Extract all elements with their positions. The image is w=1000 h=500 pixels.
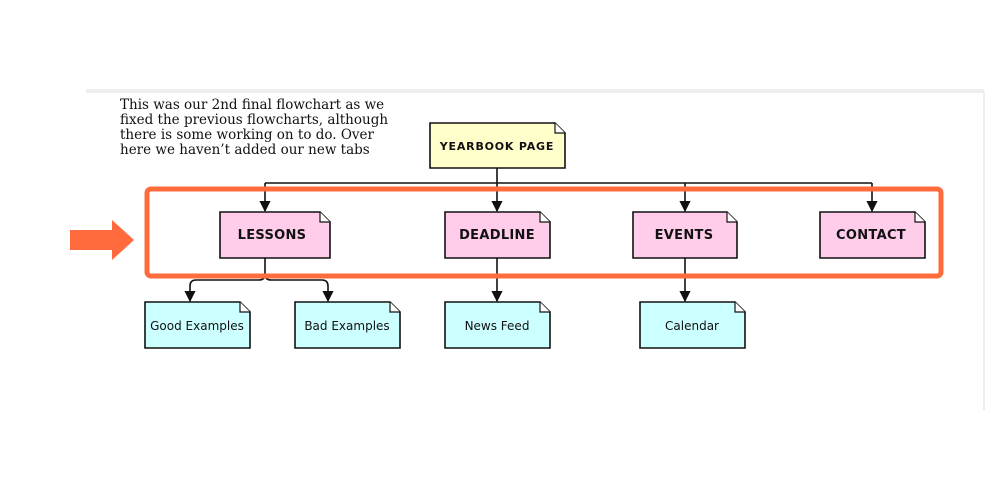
folded-corner-icon <box>389 302 400 313</box>
node-shape <box>444 301 551 349</box>
node-shape <box>444 211 551 259</box>
node-label: News Feed <box>465 319 530 333</box>
node-shape <box>632 211 738 259</box>
node-shape <box>294 301 401 349</box>
node-good-examples: Good Examples <box>144 301 251 349</box>
folded-corner-icon <box>914 212 925 223</box>
caption-line: here we haven’t added our new tabs <box>120 142 370 158</box>
node-label: Good Examples <box>150 319 244 333</box>
node-shape <box>429 122 566 169</box>
node-label: Bad Examples <box>304 319 389 333</box>
folded-corner-icon <box>239 302 250 313</box>
node-label: EVENTS <box>655 228 714 243</box>
folded-corner-icon <box>734 302 745 313</box>
arrow-right-icon <box>70 220 134 260</box>
node-shape <box>639 301 746 349</box>
node-label: YEARBOOK PAGE <box>439 140 554 153</box>
node-bad-examples: Bad Examples <box>294 301 401 349</box>
folded-corner-icon <box>554 123 565 134</box>
caption-line: fixed the previous flowcharts, although <box>120 112 389 128</box>
node-calendar: Calendar <box>639 301 746 349</box>
caption-text: This was our 2nd final flowchart as we f… <box>120 98 400 158</box>
folded-corner-icon <box>726 212 737 223</box>
highlight-box <box>144 186 944 279</box>
node-contact: CONTACT <box>819 211 926 259</box>
node-shape <box>219 211 331 259</box>
caption-line: there is some working on to do. Over <box>120 127 374 143</box>
node-label: LESSONS <box>238 228 307 243</box>
node-shape <box>819 211 926 259</box>
node-label: CONTACT <box>836 228 906 243</box>
connector-lessons-to-good-examples <box>184 258 266 303</box>
node-news-feed: News Feed <box>444 301 551 349</box>
node-label: DEADLINE <box>459 228 535 243</box>
folded-corner-icon <box>539 302 550 313</box>
node-label: Calendar <box>665 319 719 333</box>
folded-corner-icon <box>319 212 330 223</box>
caption-line: This was our 2nd final flowchart as we <box>120 97 385 113</box>
node-lessons: LESSONS <box>219 211 331 259</box>
folded-corner-icon <box>539 212 550 223</box>
node-shape <box>144 301 251 349</box>
node-yearbook-page: YEARBOOK PAGE <box>429 122 566 169</box>
node-deadline: DEADLINE <box>444 211 551 259</box>
node-events: EVENTS <box>632 211 738 259</box>
